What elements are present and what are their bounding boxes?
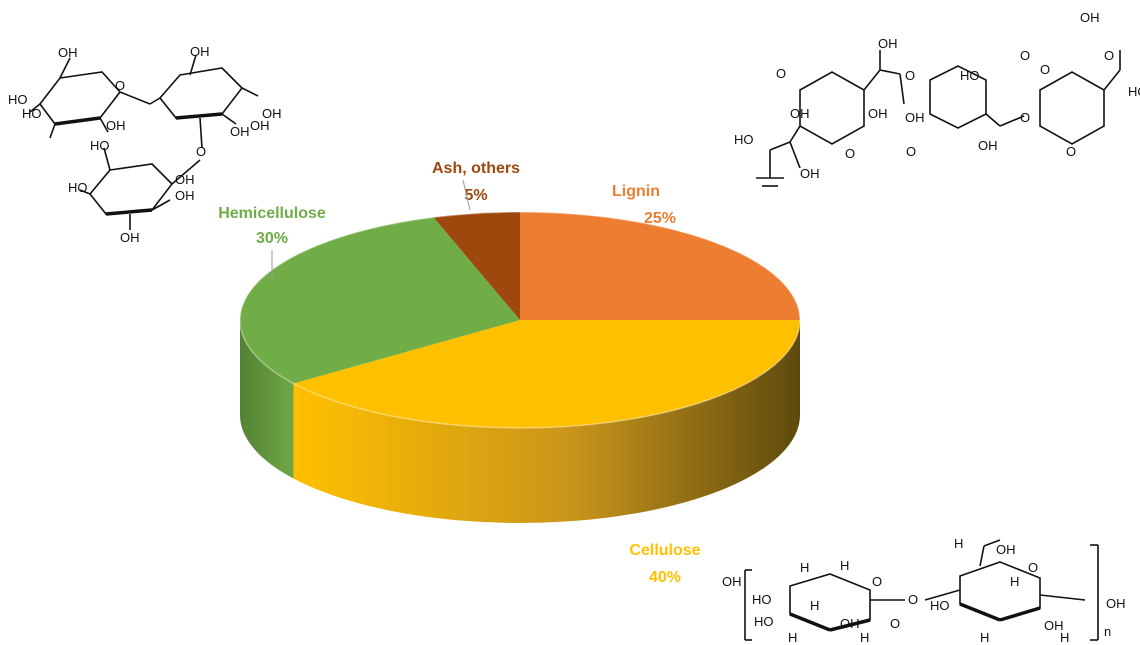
hemi-atom-3: HO	[22, 106, 42, 121]
lignin-atom-9: HO	[960, 68, 980, 83]
lignin-atom-14: O	[1066, 144, 1076, 159]
pie-slice-ash-others	[433, 212, 520, 320]
lignin-atom-13: O	[906, 144, 916, 159]
lignin-atom-2: O	[905, 68, 915, 83]
pie-side-hemicellulose	[240, 320, 294, 479]
pie-chart	[239, 211, 801, 523]
cellulose-atom-5: H	[810, 598, 819, 613]
hemi-atom-5: O	[115, 78, 125, 93]
cellulose-atom-9: H	[860, 630, 869, 645]
hemi-atom-4: OH	[106, 118, 126, 133]
pie-side-cellulose	[293, 320, 800, 523]
pie-slice-hemicellulose	[239, 217, 520, 384]
label-hemicellulose-pct: 30%	[256, 230, 288, 247]
leader-line-ash	[462, 179, 471, 211]
lignin-atom-4: OH	[1080, 10, 1100, 25]
label-cellulose-pct: 40%	[649, 569, 681, 586]
cellulose-atom-4: O	[872, 574, 882, 589]
pie-slice-cellulose	[293, 320, 800, 428]
hemi-atom-9: HO	[90, 138, 110, 153]
lignin-atom-6: HO	[1128, 84, 1140, 99]
lignin-atom-3: OH	[868, 106, 888, 121]
cellulose-atom-21: OH	[1106, 596, 1126, 611]
hemicellulose-structure: OH HO HO OH O OH OH OH HO O HO OH OH OH …	[8, 44, 282, 245]
hemi-atom-13: OH	[120, 230, 140, 245]
cellulose-atom-17: OH	[1044, 618, 1064, 633]
slice-labels: Lignin 25% Cellulose 40% Hemicellulose 3…	[218, 160, 700, 586]
cellulose-atom-8: H	[788, 630, 797, 645]
cellulose-atom-10: OH	[840, 616, 860, 631]
lignin-atom-19: O	[1040, 62, 1050, 77]
hemi-atom-7: OH	[250, 118, 270, 133]
cellulose-atom-3: H	[840, 558, 849, 573]
pie-slice-lignin	[520, 212, 800, 320]
label-cellulose-name: Cellulose	[629, 542, 700, 559]
lignin-atom-7: O	[776, 66, 786, 81]
cellulose-atom-15: H	[954, 536, 963, 551]
cellulose-atom-16: H	[1010, 574, 1019, 589]
cellulose-atom-19: H	[1060, 630, 1069, 645]
lignin-atom-1: OH	[878, 36, 898, 51]
label-ash-pct: 5%	[464, 187, 487, 204]
lignin-atom-18: OH	[905, 110, 925, 125]
label-lignin-name: Lignin	[612, 183, 660, 200]
lignin-structure: OH O OH OH O HO O HO HO O O OH O O OH O …	[734, 10, 1140, 187]
hemi-atom-6: OH	[190, 44, 210, 59]
hemi-atom-11: HO	[68, 180, 88, 195]
hemi-atom-10: O	[196, 144, 206, 159]
cellulose-atom-20: O	[890, 616, 900, 631]
hemi-atom-14: OH	[175, 172, 195, 187]
lignin-atom-8: HO	[734, 132, 754, 147]
pie-rim	[239, 211, 801, 429]
cellulose-atom-22: n	[1104, 624, 1111, 639]
cellulose-atom-18: H	[980, 630, 989, 645]
hemi-atom-15: OH	[230, 124, 250, 139]
cellulose-atom-1: OH	[722, 574, 742, 589]
lignin-atom-15: OH	[800, 166, 820, 181]
cellulose-atom-2: H	[800, 560, 809, 575]
lignin-atom-16: O	[845, 146, 855, 161]
label-ash-name: Ash, others	[432, 160, 520, 177]
cellulose-atom-12: O	[1028, 560, 1038, 575]
cellulose-atom-6: HO	[752, 592, 772, 607]
lignin-atom-17: OH	[790, 106, 810, 121]
label-hemicellulose-name: Hemicellulose	[218, 205, 326, 222]
lignin-atom-5: O	[1104, 48, 1114, 63]
cellulose-structure: OH H H O H HO HO H H OH O O HO OH H H OH…	[722, 536, 1126, 645]
hemi-atom-2: HO	[8, 92, 28, 107]
lignin-atom-11: O	[1020, 48, 1030, 63]
lignin-atom-12: OH	[978, 138, 998, 153]
hemi-atom-1: OH	[58, 45, 78, 60]
cellulose-atom-13: HO	[930, 598, 950, 613]
cellulose-atom-11: O	[908, 592, 918, 607]
label-lignin-pct: 25%	[644, 210, 676, 227]
lignin-atom-10: O	[1020, 110, 1030, 125]
hemi-atom-12: OH	[175, 188, 195, 203]
cellulose-atom-14: OH	[996, 542, 1016, 557]
hemi-atom-8: OH	[262, 106, 282, 121]
cellulose-atom-7: HO	[754, 614, 774, 629]
